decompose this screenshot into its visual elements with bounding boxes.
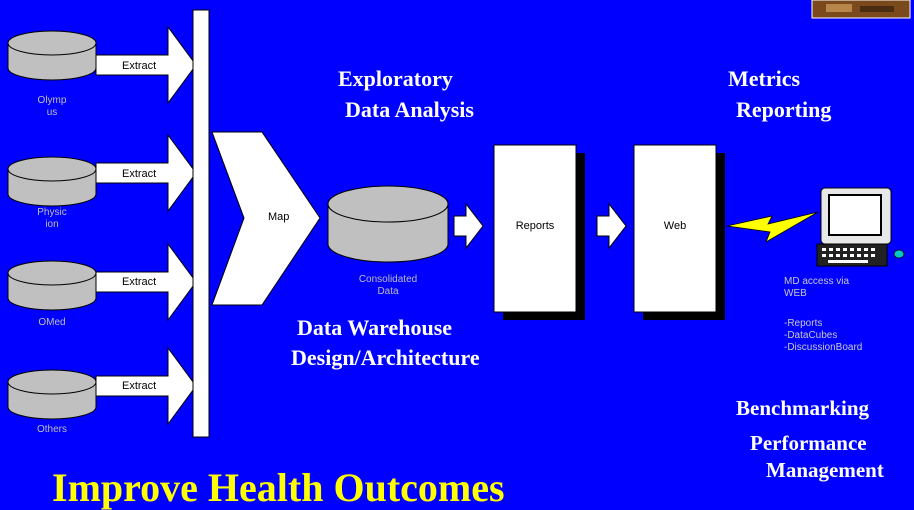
map-label: Map [268,211,290,223]
warehouse-heading-line2: Design/Architecture [291,345,480,370]
source-name-line1: Others [36,424,67,435]
source-name-line2: ion [45,219,59,230]
consolidated-data-label: Consolidated Data [348,274,428,298]
footer-title: Improve Health Outcomes [52,465,505,510]
exploratory-heading-line2: Data Analysis [345,97,474,122]
extract-label-4: Extract [122,380,157,392]
extract-arrow-3 [95,242,197,322]
source-name-line2: us [46,107,58,118]
warehouse-line2: Data [377,286,399,297]
consolidated-data-cylinder [327,185,449,263]
lightning-bolt-icon [726,211,819,243]
arrow-to-web [596,202,627,250]
md-access-item: -DataCubes [784,330,838,341]
photo-thumbnail [811,0,911,19]
metrics-heading-line2: Reporting [736,97,832,122]
md-access-line1: MD access via [784,276,850,287]
source-name-line1: Olymp [37,95,67,106]
md-access-item: -Reports [784,318,823,329]
arrow-to-reports [453,202,484,250]
collector-bar [192,9,210,438]
extract-label-1: Extract [122,60,157,72]
metrics-heading-line1: Metrics [728,66,801,91]
diagram-canvas [7,0,911,438]
extract-label-3: Extract [122,276,157,288]
exploratory-heading-line1: Exploratory [338,66,453,91]
database-cylinder-omed [7,260,97,311]
database-cylinder-olympus [7,30,97,81]
source-label-omed: OMed [22,317,82,329]
md-access-item: -DiscussionBoard [784,342,863,353]
warehouse-heading-line1: Data Warehouse [297,315,453,340]
reports-box [493,144,577,313]
database-cylinder-others [7,369,97,420]
extract-arrow-1 [95,25,197,105]
extract-arrow-4 [95,346,197,426]
md-access-text: MD access via WEB [784,276,904,300]
source-label-physician: Physic ion [22,207,82,231]
source-name-line1: OMed [38,317,66,328]
database-cylinder-physician [7,156,97,207]
performance-heading-line1: Performance [750,431,867,455]
warehouse-line1: Consolidated [358,274,418,285]
md-access-list: -Reports -DataCubes -DiscussionBoard [784,318,912,354]
extract-label-2: Extract [122,168,157,180]
map-arrow [211,131,321,306]
performance-heading-line2: Management [766,458,884,482]
benchmarking-heading: Benchmarking [736,396,870,420]
source-label-others: Others [22,424,82,436]
reports-label: Reports [515,220,555,232]
web-label: Web [663,220,687,232]
source-label-olympus: Olymp us [22,95,82,119]
md-access-line2: WEB [784,288,807,299]
source-name-line1: Physic [37,207,67,218]
computer-terminal-icon [816,187,905,267]
extract-arrow-2 [95,133,197,213]
web-box [633,144,717,313]
